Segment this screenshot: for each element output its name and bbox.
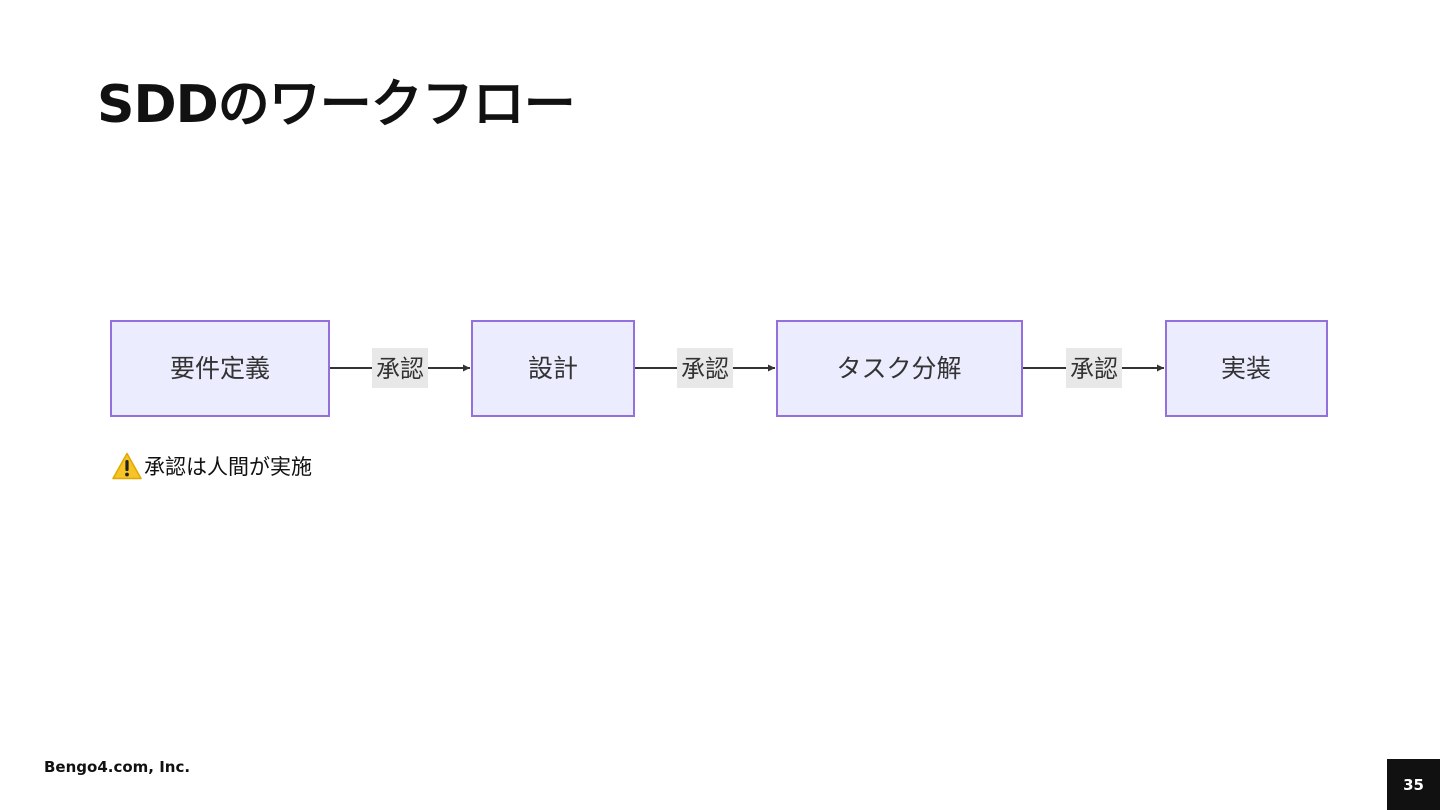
node-design: 設計 [471,320,635,417]
edge-label-approval: 承認 [681,355,729,383]
node-requirements: 要件定義 [110,320,330,417]
node-label: タスク分解 [836,354,961,383]
edge-requirements-to-design: 承認 [329,348,470,388]
warning-icon [112,452,142,480]
edge-design-to-task-breakdown: 承認 [634,348,775,388]
edge-label-approval: 承認 [376,355,424,383]
footer-company-name: Bengo4.com, Inc. [44,758,191,776]
edge-label-background [677,348,733,388]
page-number: 35 [1403,775,1424,794]
slide-title: SDDのワークフロー [97,75,576,135]
node-implementation: 実装 [1165,320,1328,417]
page-number-badge: 35 [1387,759,1440,810]
node-task-breakdown: タスク分解 [776,320,1023,417]
approval-note: 承認は人間が実施 [112,451,312,481]
edge-label-approval: 承認 [1070,355,1118,383]
note-text: 承認は人間が実施 [144,455,312,479]
node-box [776,320,1023,417]
node-label: 要件定義 [170,354,270,383]
node-box [1165,320,1328,417]
node-label: 実装 [1221,354,1271,383]
node-box [110,320,330,417]
edge-label-background [372,348,428,388]
edge-task-breakdown-to-implementation: 承認 [1022,348,1164,388]
node-box [471,320,635,417]
node-label: 設計 [528,354,578,383]
edge-label-background [1066,348,1122,388]
